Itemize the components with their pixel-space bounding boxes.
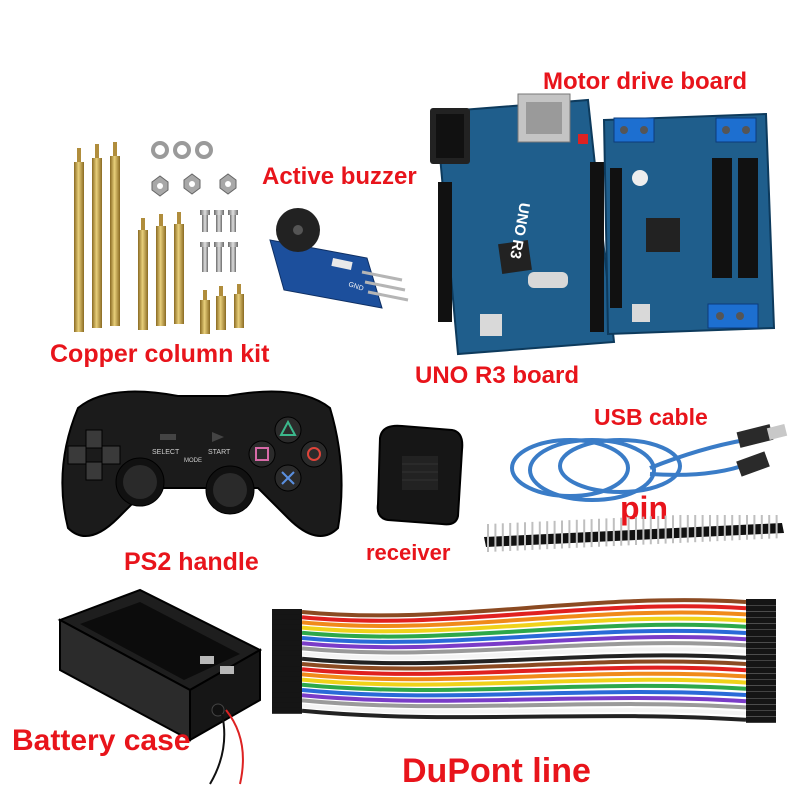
dupont-connector: [272, 707, 302, 714]
ps2-mode-text: MODE: [184, 458, 202, 464]
dupont-wire: [301, 641, 747, 655]
dupont-connector: [272, 692, 302, 699]
copper-column-kit: [60, 130, 260, 345]
dupont-wire: [301, 653, 747, 666]
dupont-wire: [301, 659, 747, 671]
ps2-receiver: [372, 420, 467, 530]
dupont-connector: [272, 635, 302, 641]
dupont-wire: [301, 628, 747, 644]
dupont-connector: [746, 692, 776, 698]
dupont-connector: [272, 681, 302, 688]
dupont-wire: [301, 671, 747, 682]
dupont-connector: [272, 671, 302, 678]
dupont-connector: [272, 661, 302, 667]
dupont-connector: [746, 599, 776, 605]
dupont-connector: [746, 654, 776, 661]
dupont-connector: [272, 609, 302, 615]
dupont-connector: [746, 630, 776, 636]
uno-r3-board-label: UNO R3 board: [415, 362, 580, 389]
dupont-wire: [301, 598, 747, 618]
battery-case-label: Battery case: [12, 724, 191, 757]
dupont-line-label: DuPont line: [402, 752, 591, 790]
dupont-connector: [272, 676, 302, 683]
dupont-connector: [272, 650, 302, 657]
motor-drive-board: [596, 108, 776, 338]
dupont-connector: [746, 623, 776, 630]
ps2-controller: SELECT START MODE: [48, 378, 348, 548]
ps2-start-text: START: [208, 449, 231, 456]
dupont-connector: [746, 673, 776, 680]
dupont-connector: [746, 611, 776, 618]
dupont-wire: [301, 616, 747, 634]
dupont-wire: [301, 677, 747, 687]
dupont-wire: [301, 688, 747, 698]
dupont-connector: [272, 640, 302, 647]
ps2-select-text: SELECT: [152, 449, 180, 456]
dupont-connector: [746, 648, 776, 655]
dupont-connector: [272, 645, 302, 652]
dupont-wire: [301, 682, 747, 692]
dupont-wire: [301, 693, 747, 704]
uno-r3-board: UNO R3: [418, 92, 618, 360]
dupont-connector: [272, 619, 302, 626]
receiver-label: receiver: [366, 540, 451, 565]
dupont-wire: [301, 698, 747, 710]
dupont-wire: [301, 665, 747, 676]
dupont-connector: [746, 716, 776, 723]
dupont-connector: [746, 642, 776, 649]
dupont-connector: [746, 710, 776, 717]
dupont-connector: [746, 679, 776, 686]
dupont-wire: [301, 635, 747, 650]
dupont-connector: [272, 629, 302, 636]
dupont-connector: [272, 666, 302, 673]
dupont-wire: [301, 647, 747, 660]
dupont-wire: [301, 604, 747, 623]
dupont-connector: [746, 617, 776, 624]
pin-header-strip: [482, 515, 787, 555]
dupont-wire: [301, 708, 747, 722]
battery-case: [40, 580, 270, 785]
dupont-connector: [272, 614, 302, 621]
dupont-wire: [301, 703, 747, 716]
dupont-wires: [268, 592, 784, 752]
dupont-wire: [301, 610, 747, 629]
copper-column-kit-label: Copper column kit: [50, 340, 270, 368]
svg-text:GND: GND: [347, 281, 364, 292]
usb-cable-label: USB cable: [594, 404, 708, 430]
active-buzzer-module: GND: [262, 200, 412, 315]
dupont-connector: [746, 661, 776, 667]
dupont-connector: [272, 687, 302, 693]
dupont-connector: [272, 624, 302, 631]
dupont-connector: [272, 655, 302, 662]
dupont-connector: [272, 697, 302, 704]
dupont-wire: [301, 622, 747, 639]
dupont-connector: [746, 685, 776, 692]
dupont-connector: [746, 698, 776, 705]
dupont-connector: [746, 704, 776, 711]
dupont-connector: [746, 667, 776, 674]
ps2-handle-label: PS2 handle: [124, 548, 259, 576]
dupont-connector: [272, 702, 302, 709]
dupont-connector: [746, 605, 776, 612]
usb-cable: [500, 418, 790, 518]
dupont-connector: [746, 636, 776, 643]
active-buzzer-label: Active buzzer: [262, 163, 417, 190]
motor-drive-board-label: Motor drive board: [543, 68, 748, 95]
